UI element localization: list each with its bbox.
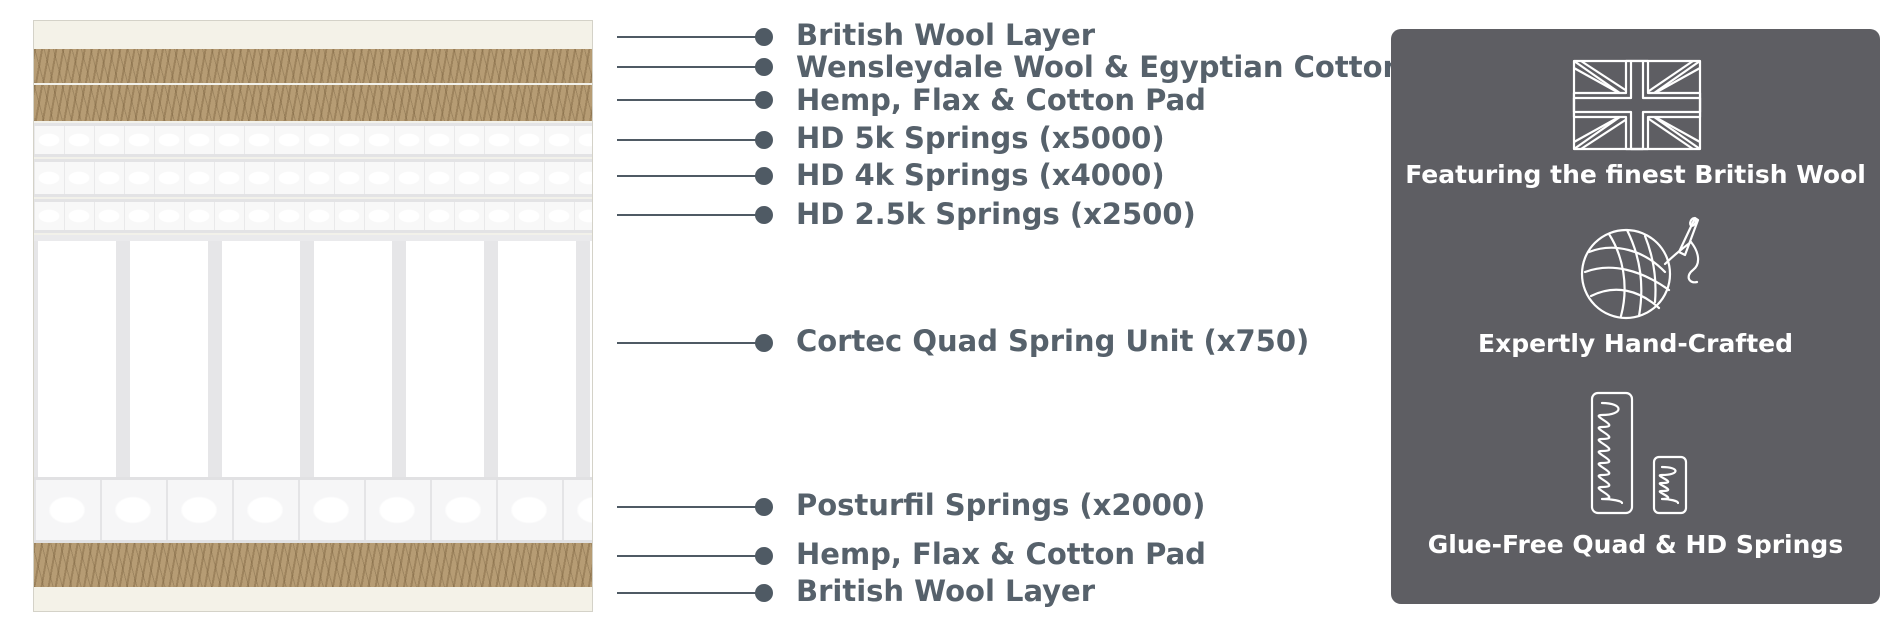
wensleydale-cotton-layer [34,49,592,83]
callout-line-3 [617,91,773,109]
feature-panel: Featuring the finest British Wool Expert… [1391,29,1880,604]
callout-line-9 [617,547,773,565]
callout-dot [755,334,773,352]
wool-layer-bottom [34,587,592,611]
layer-label: Wensleydale Wool & Egyptian Cotton [796,50,1404,84]
layer-label: British Wool Layer [796,18,1096,52]
callout-dot [755,547,773,565]
layer-label: HD 4k Springs (x4000) [796,158,1165,192]
coil-springs-icon [1590,391,1688,515]
layer-label: Hemp, Flax & Cotton Pad [796,537,1206,571]
union-jack-flag-icon [1572,59,1702,151]
callout-line-10 [617,584,773,602]
feature-caption: Glue-Free Quad & HD Springs [1427,530,1844,559]
layer-label: Hemp, Flax & Cotton Pad [796,83,1206,117]
layer-label: Posturfil Springs (x2000) [796,488,1206,522]
layer-label: HD 2.5k Springs (x2500) [796,197,1196,231]
hd-4k-spring-strip [34,159,592,197]
yarn-ball-needle-icon [1580,216,1700,320]
layer-label: Cortec Quad Spring Unit (x750) [796,324,1310,358]
callout-line-1 [617,28,773,46]
callout-line-8 [617,498,773,516]
hemp-flax-pad-top [34,85,592,121]
callout-dot [755,584,773,602]
hemp-flax-pad-bottom [34,543,592,587]
wool-layer-top [34,21,592,49]
layer-label: British Wool Layer [796,574,1096,608]
callout-line-4 [617,131,773,149]
posturfil-spring-strip [34,477,592,543]
callout-line-6 [617,206,773,224]
callout-dot [755,28,773,46]
layer-label: HD 5k Springs (x5000) [796,121,1165,155]
callout-dot [755,58,773,76]
callout-dot [755,131,773,149]
callout-dot [755,167,773,185]
callout-line-5 [617,167,773,185]
callout-dot [755,91,773,109]
feature-caption: Featuring the finest British Wool [1405,160,1866,189]
hd-5k-spring-strip [34,123,592,157]
callout-dot [755,498,773,516]
callout-line-2 [617,58,773,76]
quad-spring-unit [34,235,592,491]
callout-dot [755,206,773,224]
hd-2-5k-spring-strip [34,199,592,233]
callout-line-7 [617,334,773,352]
feature-caption: Expertly Hand-Crafted [1478,329,1793,358]
mattress-cross-section [33,20,593,612]
